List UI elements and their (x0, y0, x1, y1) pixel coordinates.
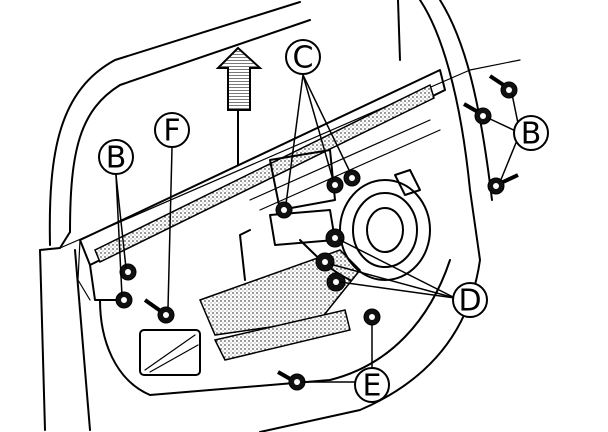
bolt-b-left-1 (119, 263, 137, 281)
bolt-e-1 (363, 308, 381, 326)
window-regulator (239, 119, 441, 281)
callout-d-label: D (458, 284, 481, 319)
bolt-c-1 (326, 176, 344, 194)
bolt-d-1 (325, 228, 345, 248)
callout-c-label: C (293, 41, 314, 76)
callout-d: D (452, 282, 488, 319)
door-frame (39, 0, 521, 432)
callout-b-left: B (98, 139, 134, 176)
callout-b-right: B (513, 115, 549, 152)
bolt-b-right-2 (463, 102, 492, 125)
bolt-f (143, 298, 175, 324)
beltline-rail (77, 69, 446, 301)
up-arrow-icon (215, 46, 263, 165)
bolt-c-3 (275, 201, 293, 219)
bolt-c-2 (343, 169, 361, 187)
callout-e-label: E (363, 369, 382, 404)
bolt-b-right-1 (488, 74, 518, 99)
callout-b-right-label: B (521, 117, 542, 152)
callout-e: E (354, 367, 390, 404)
callout-c: C (285, 39, 321, 76)
inner-panel (99, 249, 451, 396)
bolt-b-right-3 (487, 173, 519, 195)
callout-f: F (154, 112, 190, 149)
callout-b-left-label: B (106, 141, 127, 176)
bolt-b-left-2 (115, 291, 133, 309)
bolt-e-2 (277, 370, 306, 391)
bolt-d-2 (315, 252, 335, 272)
callout-f-label: F (163, 114, 180, 149)
leader-lines (115, 74, 521, 383)
